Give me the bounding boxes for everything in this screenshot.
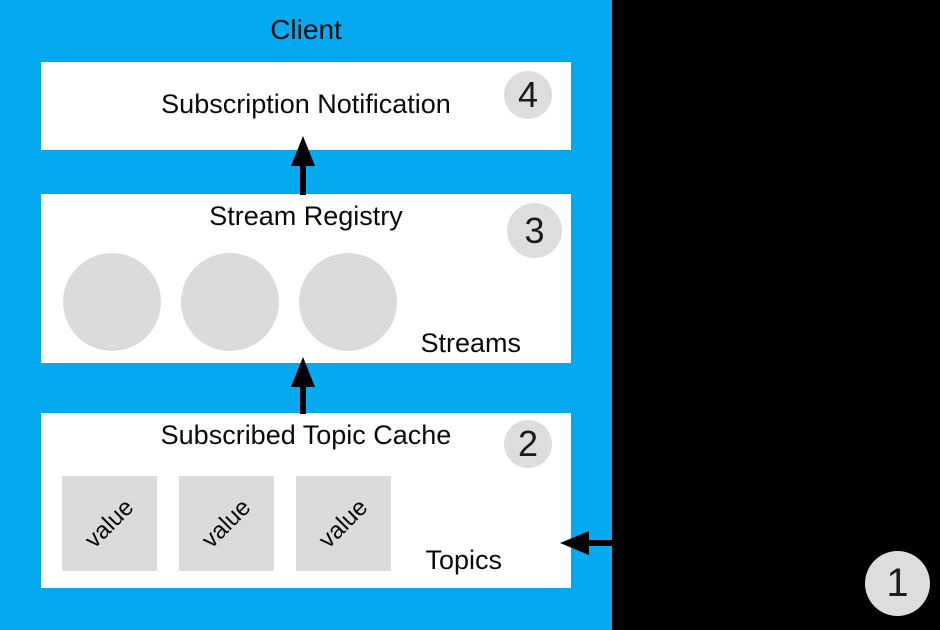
topics-label: Topics (425, 545, 502, 575)
stream-registry-box: Stream Registry 3 Streams (41, 194, 571, 363)
client-panel: Client Subscription Notification 4 Strea… (0, 0, 612, 630)
subscription-notification-box: Subscription Notification 4 (41, 62, 571, 150)
topic-value-cell: value (179, 476, 274, 571)
arrow-left-icon (560, 531, 589, 555)
streams-label: Streams (420, 328, 521, 358)
arrow-up-icon (291, 357, 315, 387)
topic-value-text: value (79, 493, 139, 553)
stream-circle (63, 253, 161, 351)
subscribed-topic-cache-title: Subscribed Topic Cache (160, 420, 452, 450)
topic-value-cell: value (296, 476, 391, 571)
step-badge-2: 2 (504, 420, 552, 468)
arrow-up-icon (291, 136, 315, 166)
subscribed-topic-cache-box: Subscribed Topic Cache 2 value value val… (41, 413, 571, 588)
topic-value-text: value (313, 493, 373, 553)
subscription-notification-title: Subscription Notification (161, 89, 451, 119)
stream-circle (299, 253, 397, 351)
topic-value-text: value (196, 493, 256, 553)
topic-value-cell: value (62, 476, 157, 571)
arrow-registry-to-notification-line (300, 164, 306, 195)
step-badge-1: 1 (865, 551, 930, 616)
arrow-incoming-line (588, 540, 940, 546)
step-badge-3: 3 (507, 203, 562, 258)
stream-registry-title: Stream Registry (209, 201, 403, 231)
step-badge-4: 4 (504, 71, 552, 119)
arrow-cache-to-registry-line (300, 385, 306, 414)
stream-circle (181, 253, 279, 351)
client-panel-title: Client (270, 14, 342, 45)
